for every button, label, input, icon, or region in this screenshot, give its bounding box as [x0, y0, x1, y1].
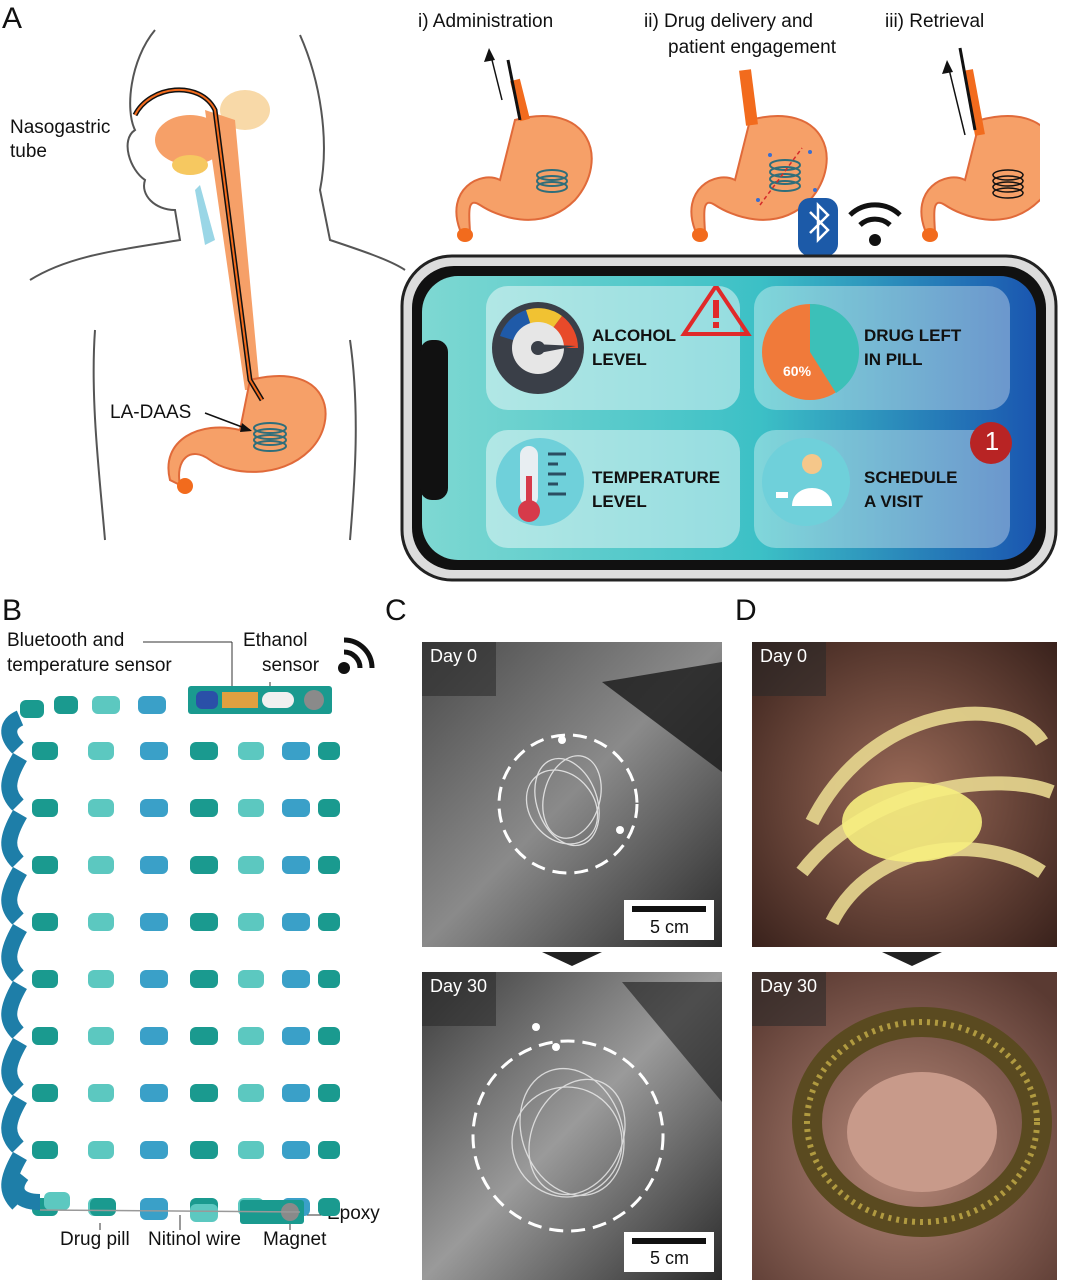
stomach-step2 [690, 69, 828, 242]
xray-day30-circle [471, 1039, 665, 1233]
xray-day0-scale-label: 5 cm [650, 917, 690, 937]
drug-left-title: DRUG LEFT IN PILL [864, 326, 962, 369]
coil-bottom-row [8, 1170, 304, 1224]
endoscopy-images [752, 642, 1057, 1280]
wifi-icon [848, 202, 902, 246]
sensor-housing [188, 686, 332, 714]
step-drug-delivery-label-2: patient engagement [668, 37, 836, 58]
xray-day30-scale-label: 5 cm [650, 1248, 690, 1268]
app-tile-icons [492, 286, 1012, 526]
endoscopy-day30-label: Day 30 [752, 972, 826, 1026]
step-administration-label: i) Administration [418, 11, 554, 32]
pie-chart-icon [762, 303, 860, 400]
panel-letter-b: B [2, 594, 23, 627]
doctor-icon [762, 438, 850, 526]
magnet-label: Magnet [263, 1229, 327, 1250]
drug-left-percent: 60% [783, 363, 812, 379]
xray-images [422, 642, 722, 1280]
xray-day0-label: Day 0 [422, 642, 496, 696]
gauge-icon [492, 302, 584, 394]
warning-icon [680, 286, 752, 336]
nitinol-wire-label: Nitinol wire [148, 1229, 241, 1250]
coil-rows [1, 710, 340, 1216]
bluetooth-sensor-label-2: temperature sensor [7, 655, 172, 676]
thermometer-icon [496, 438, 584, 526]
notification-count: 1 [984, 426, 1000, 456]
device-wifi-icon [338, 637, 375, 674]
stomach-step1 [455, 48, 593, 242]
panel-letter-d: D [735, 594, 757, 627]
temperature-level-title: TEMPERATURE LEVEL [592, 468, 721, 511]
ethanol-sensor-label-1: Ethanol [243, 630, 308, 651]
schedule-visit-title: SCHEDULE A VISIT [864, 468, 958, 511]
procedure-steps-illustration [455, 47, 1040, 255]
epoxy-label: Epoxy [327, 1203, 380, 1224]
endoscopy-day0-label: Day 0 [752, 642, 826, 696]
stomach-step3 [920, 47, 1040, 242]
ethanol-sensor-label-2: sensor [262, 655, 320, 676]
bluetooth-icon [798, 198, 838, 255]
notification-badge [970, 422, 1012, 464]
drug-pill-label: Drug pill [60, 1229, 130, 1250]
panel-letter-a: A [2, 2, 23, 35]
step-retrieval-label: iii) Retrieval [885, 11, 985, 32]
coil-top-row [20, 696, 166, 718]
alcohol-level-title: ALCOHOL LEVEL [592, 326, 677, 369]
step-drug-delivery-label-1: ii) Drug delivery and [644, 11, 813, 32]
panel-letter-c: C [385, 594, 407, 627]
la-daas-label: LA-DAAS [110, 402, 192, 423]
xray-day30-label: Day 30 [422, 972, 496, 1026]
xray-day0-circle [497, 733, 639, 875]
nasogastric-tube-label: Nasogastric tube [10, 117, 111, 162]
anatomy-illustration [29, 29, 406, 541]
bluetooth-sensor-label-1: Bluetooth and [7, 630, 125, 651]
coil-device-illustration [1, 637, 375, 1230]
